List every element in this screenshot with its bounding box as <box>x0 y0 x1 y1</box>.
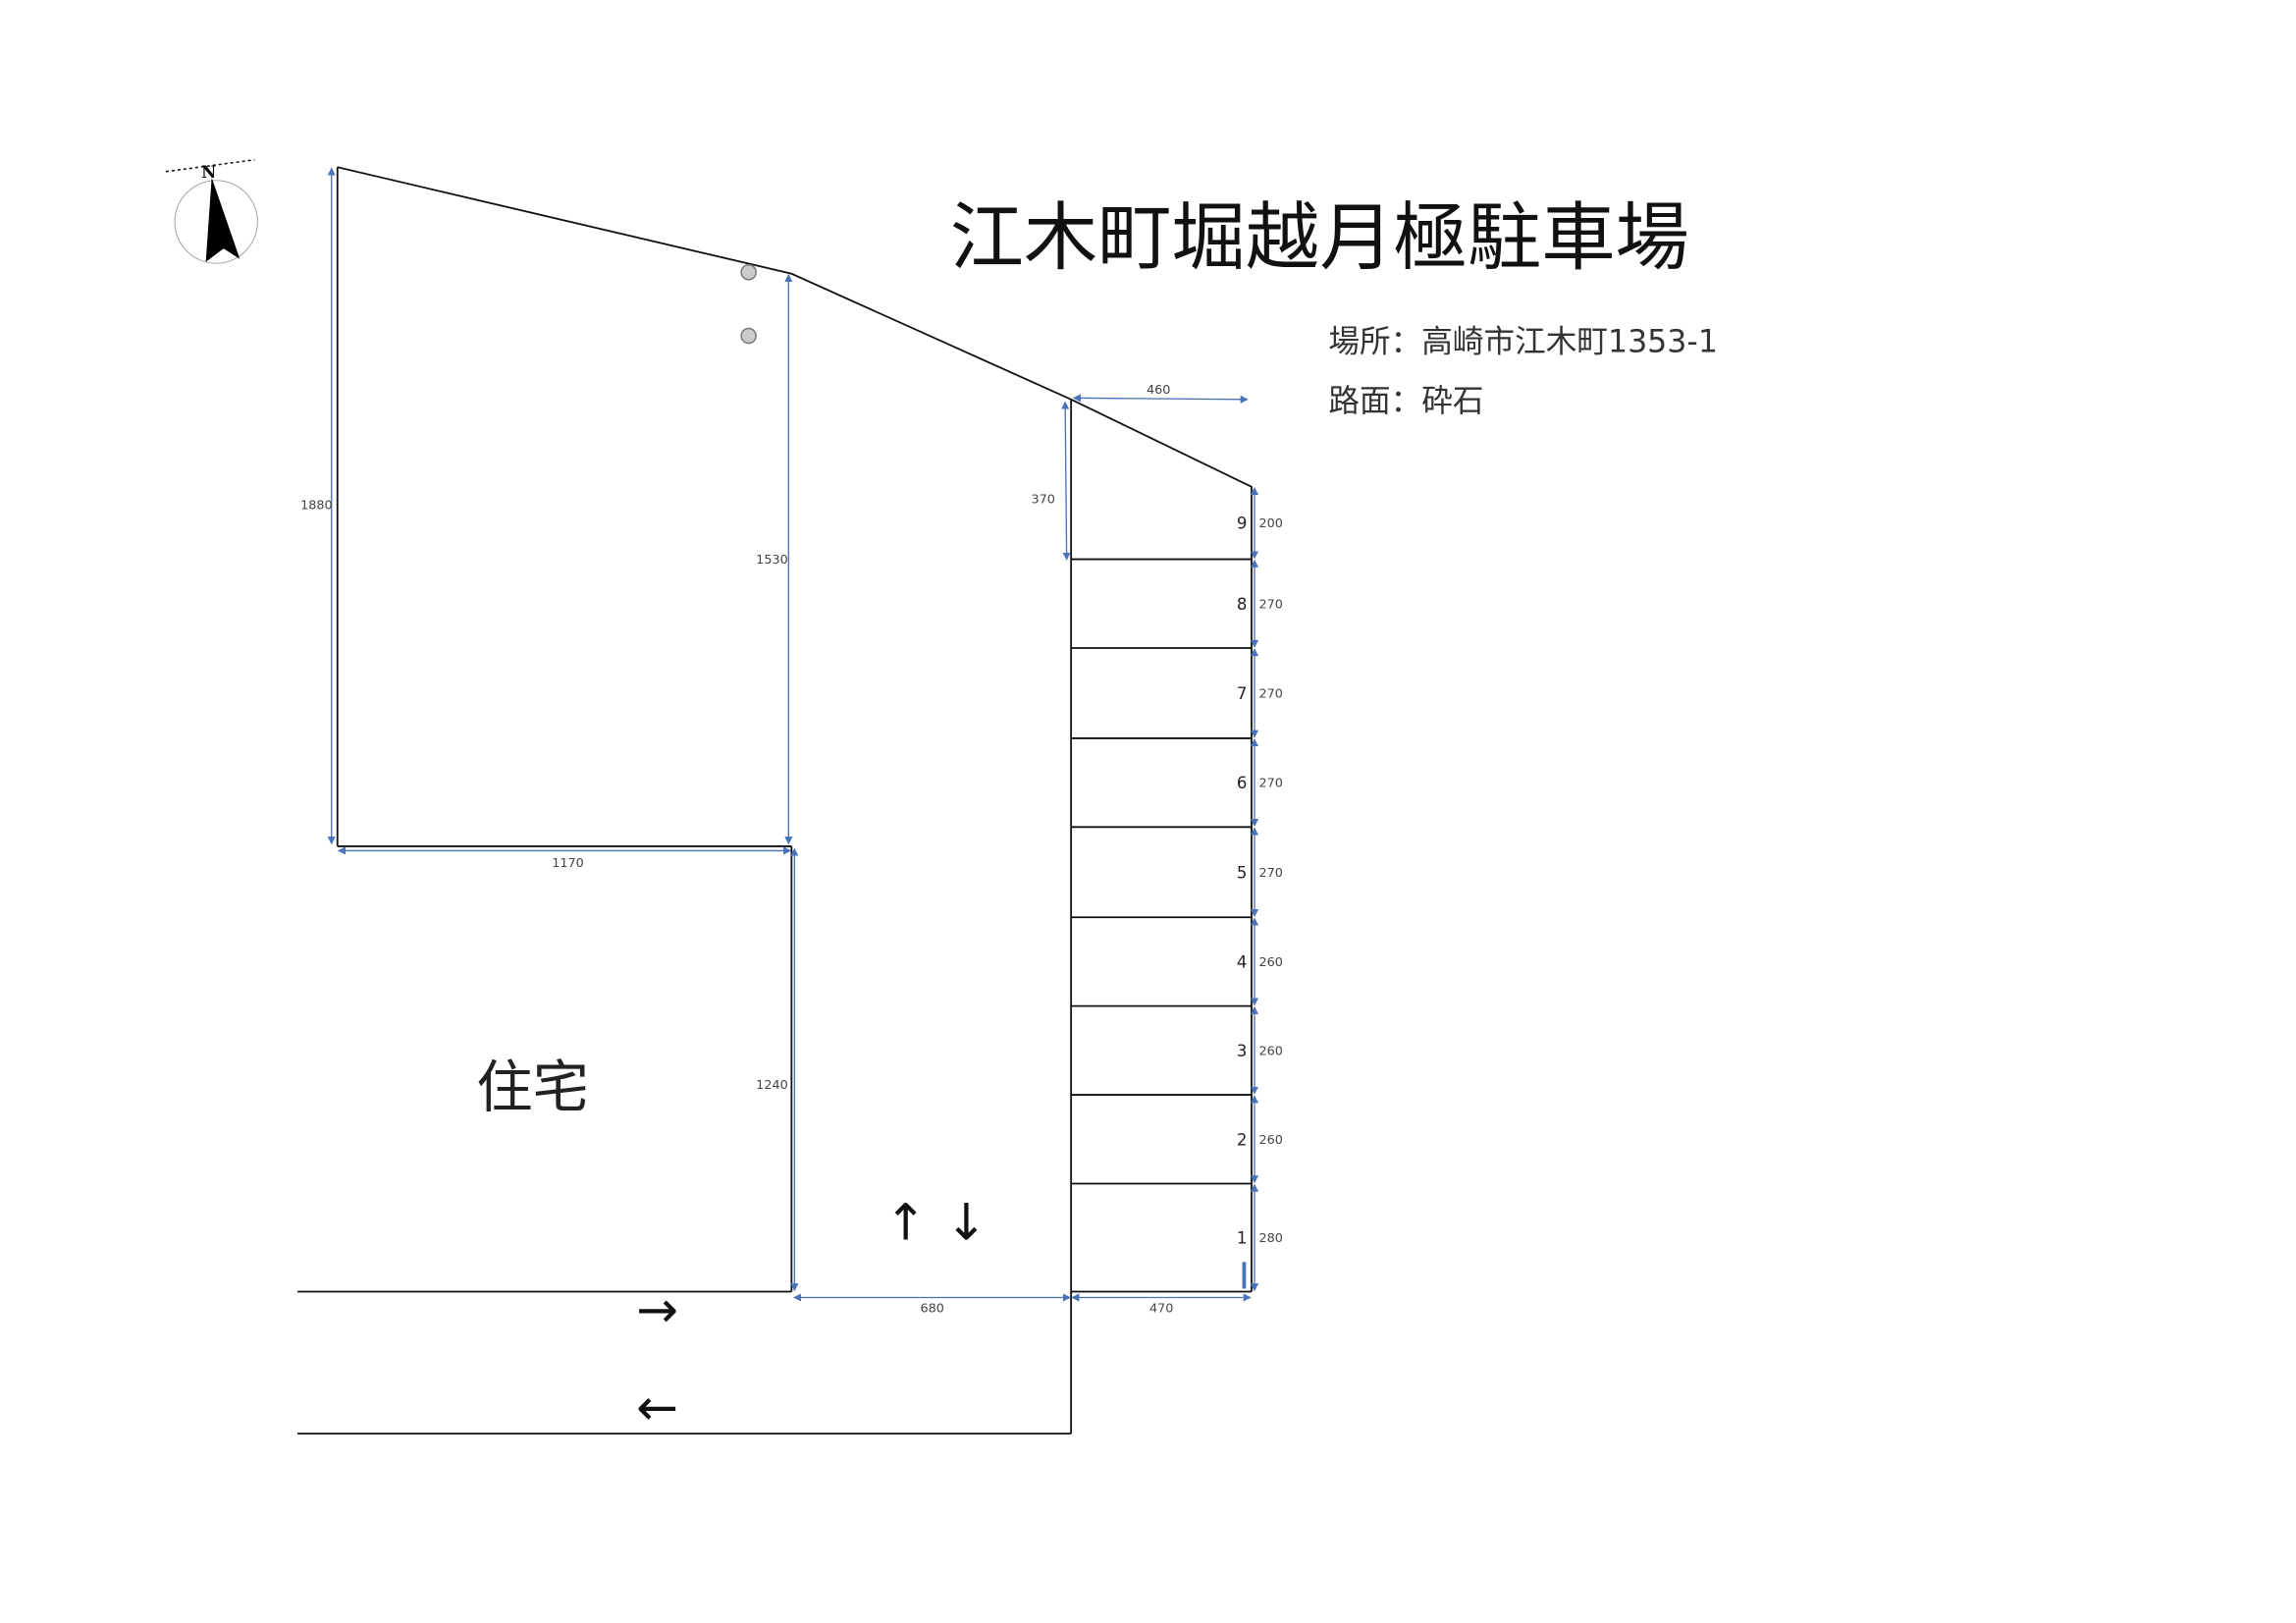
location-text: 場所：高崎市江木町1353-1 <box>1328 325 1718 360</box>
arrow-up-icon: ↑ <box>884 1194 927 1253</box>
space-length: 280 <box>1259 1231 1283 1246</box>
arrow-left-icon: ← <box>636 1379 678 1437</box>
space-length: 270 <box>1259 777 1283 791</box>
arrow-down-icon: ↓ <box>945 1194 988 1253</box>
space-number: 3 <box>1237 1042 1248 1060</box>
house-label: 住宅 <box>476 1055 589 1120</box>
property-outline <box>297 166 1253 1435</box>
arrow-right-icon: → <box>636 1281 678 1340</box>
north-compass-icon: N <box>165 158 258 264</box>
dim-aisle-width: 680 <box>920 1302 943 1317</box>
dim-inner-height: 1530 <box>756 553 788 568</box>
space-number: 1 <box>1237 1228 1248 1247</box>
space-number: 8 <box>1237 595 1248 614</box>
space-length: 200 <box>1259 516 1283 531</box>
dim-house-width: 1170 <box>552 856 584 871</box>
space-length: 260 <box>1259 1044 1283 1058</box>
space-length: 270 <box>1259 686 1283 701</box>
space-number: 6 <box>1237 774 1248 792</box>
dim-space-depth: 470 <box>1149 1302 1173 1317</box>
marker-dot <box>740 327 757 345</box>
surface-text: 路面：砕石 <box>1328 384 1483 419</box>
space-length: 270 <box>1259 597 1283 612</box>
dimension-lines <box>327 167 1252 1302</box>
space-number: 7 <box>1237 684 1248 703</box>
parking-space-dividers <box>1071 558 1252 1185</box>
space-length: 260 <box>1259 1133 1283 1148</box>
marker-dot <box>740 263 757 281</box>
space-number: 9 <box>1237 514 1248 533</box>
page-title: 江木町堀越月極駐車場 <box>950 194 1689 281</box>
dim-left-height: 1880 <box>300 498 333 513</box>
compass-n-label: N <box>201 162 216 182</box>
dim-top-width: 460 <box>1147 383 1170 398</box>
dim-house-height: 1240 <box>756 1078 788 1093</box>
space-length: 270 <box>1259 866 1283 881</box>
space-number: 2 <box>1237 1130 1248 1149</box>
space-number: 4 <box>1237 952 1248 971</box>
dim-top-offset: 370 <box>1031 492 1054 507</box>
space-length: 260 <box>1259 955 1283 970</box>
space-number: 5 <box>1237 863 1248 882</box>
